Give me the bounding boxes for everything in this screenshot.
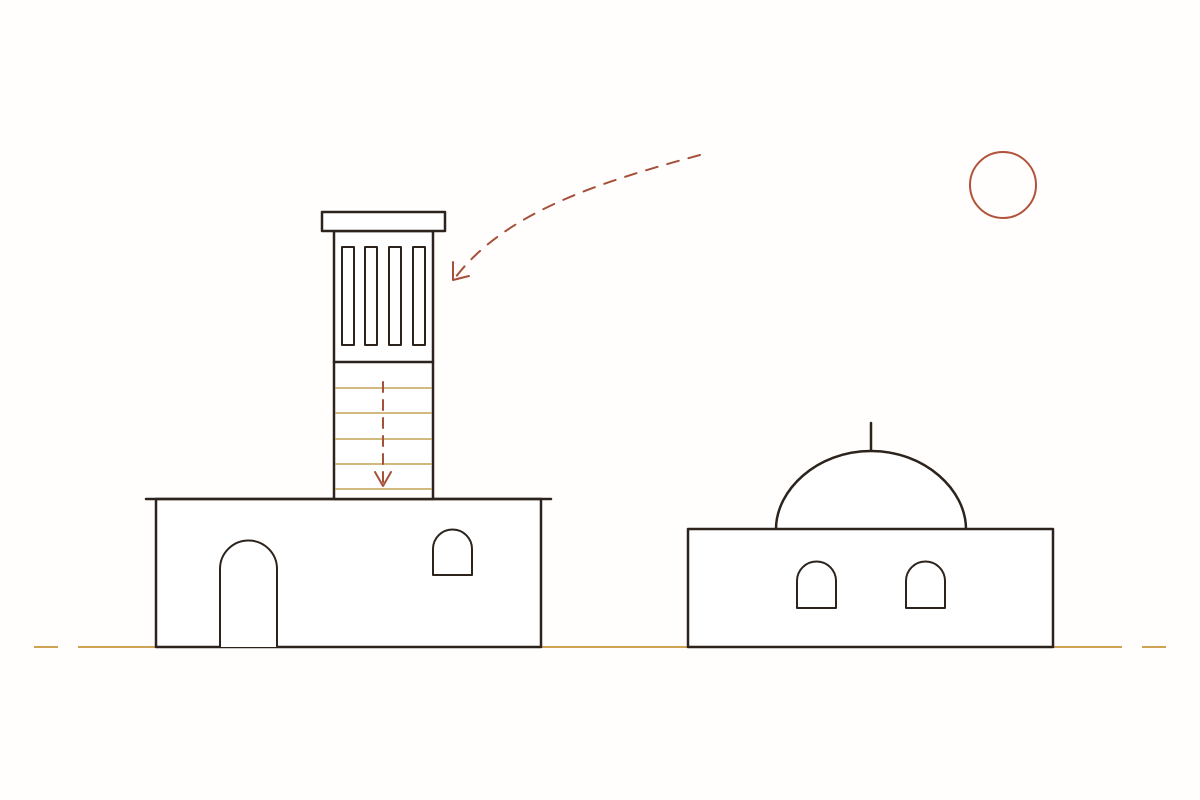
- arched-window: [905, 560, 946, 609]
- wind-flow-curve: [454, 154, 701, 279]
- wind-tower: [320, 210, 447, 501]
- wind-flow-arrowhead: [452, 261, 470, 281]
- arched-window: [796, 560, 837, 609]
- downdraft-arrowhead: [374, 471, 392, 487]
- dome: [774, 449, 968, 530]
- vent-slot: [388, 246, 402, 346]
- sun-icon: [969, 151, 1037, 219]
- domed-building: [686, 421, 1055, 649]
- vent-slot: [341, 246, 355, 346]
- vent-slots: [341, 246, 426, 346]
- vent-slot: [364, 246, 378, 346]
- arched-window: [432, 528, 473, 576]
- tower-house-body: [154, 497, 543, 649]
- wind-flow-arrow: [452, 154, 701, 281]
- vent-slot: [412, 246, 426, 346]
- arched-door: [219, 539, 278, 647]
- downdraft-arrow: [374, 381, 392, 487]
- domed-building-body: [686, 527, 1055, 649]
- wind-tower-cap: [320, 210, 447, 233]
- tower-house: [144, 497, 553, 649]
